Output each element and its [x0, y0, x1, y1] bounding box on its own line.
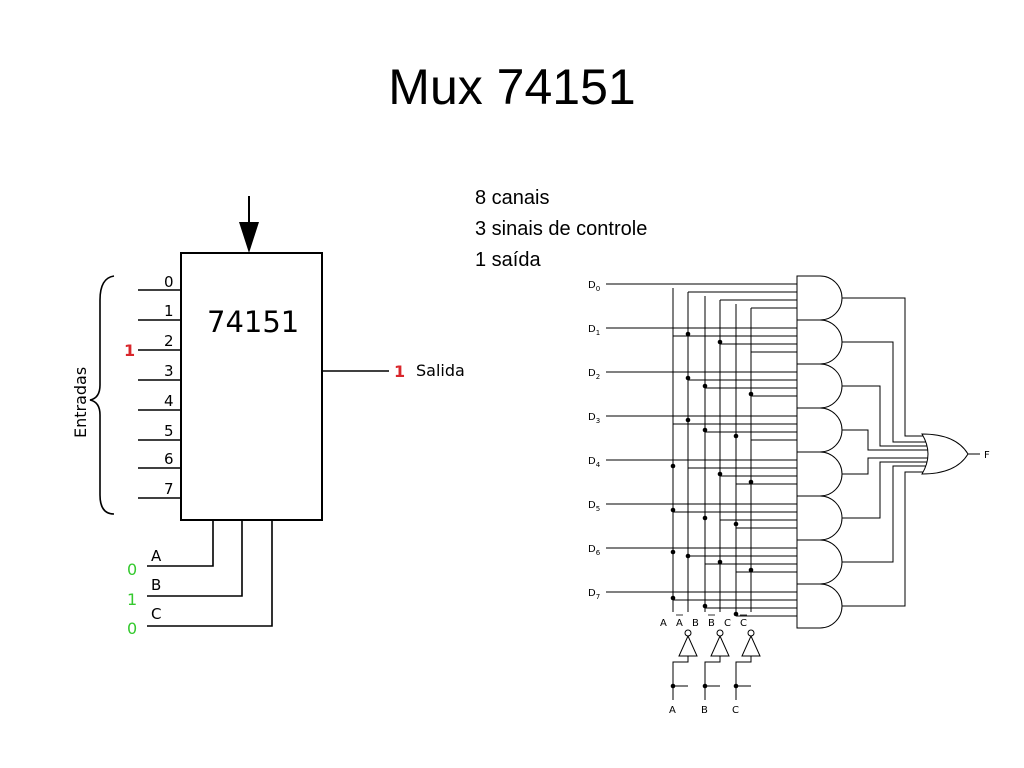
select-name: B — [151, 576, 161, 594]
select-value: 0 — [127, 619, 137, 638]
select-top-label: B — [708, 618, 715, 629]
inverters — [672, 629, 761, 700]
input-pin-label: 5 — [164, 422, 174, 440]
junction-dots — [670, 331, 754, 689]
data-input-label: D3 — [588, 412, 600, 425]
and-gates — [796, 275, 843, 629]
input-pin-label: 6 — [164, 450, 174, 468]
select-top-label: C — [740, 618, 747, 629]
mux-block-diagram: 74151 0 1 2 3 4 5 6 7 1 Entradas 1 Salid… — [71, 196, 465, 638]
or-gate — [921, 433, 969, 475]
select-top-label: A — [660, 618, 667, 629]
gate-level-diagram — [606, 275, 980, 700]
input-pin-label: 7 — [164, 480, 174, 498]
input-pin-label: 0 — [164, 273, 174, 291]
select-lines: A B C 0 1 0 — [127, 520, 273, 638]
data-input-label: D7 — [588, 588, 600, 601]
select-value: 0 — [127, 560, 137, 579]
active-input-value: 1 — [124, 341, 135, 360]
select-top-label: A — [676, 618, 683, 629]
or-output-label: F — [984, 450, 990, 461]
input-pin-label: 3 — [164, 362, 174, 380]
input-pin-label: 4 — [164, 392, 174, 410]
input-brace — [89, 275, 115, 515]
and-gate-taps — [673, 291, 797, 617]
slide-title: Mux 74151 — [388, 59, 636, 115]
select-bottom-label: C — [732, 705, 739, 716]
select-top-label: B — [692, 618, 699, 629]
output-label: Salida — [416, 361, 465, 380]
or-feed-lines — [842, 297, 930, 607]
data-input-label: D0 — [588, 280, 600, 293]
select-name: C — [151, 605, 161, 623]
bullet-control-signals: 3 sinais de controle — [475, 218, 648, 240]
data-input-label: D6 — [588, 544, 601, 557]
select-top-label: C — [724, 618, 731, 629]
select-value: 1 — [127, 590, 137, 609]
data-input-lines — [606, 283, 797, 593]
chip-label: 74151 — [207, 305, 299, 339]
input-pin-label: 2 — [164, 332, 174, 350]
bullet-channels: 8 canais — [475, 187, 550, 209]
gate-diagram-labels: D0 D1 D2 D3 D4 D5 D6 D7 F A A B B C C A … — [588, 280, 990, 716]
data-input-label: D4 — [588, 456, 601, 469]
entradas-label: Entradas — [71, 367, 90, 438]
data-input-label: D2 — [588, 368, 600, 381]
bullet-list: 8 canais 3 sinais de controle 1 saída — [475, 183, 647, 276]
select-bottom-label: A — [669, 705, 676, 716]
data-input-label: D1 — [588, 324, 600, 337]
select-name: A — [151, 547, 162, 565]
enable-arrow — [239, 196, 259, 253]
select-buses — [672, 288, 752, 612]
data-input-label: D5 — [588, 500, 600, 513]
select-bottom-label: B — [701, 705, 708, 716]
input-pins: 0 1 2 3 4 5 6 7 — [138, 273, 181, 499]
chip-body — [180, 252, 323, 521]
input-pin-label: 1 — [164, 302, 174, 320]
output-value: 1 — [394, 362, 405, 381]
bullet-output: 1 saída — [475, 249, 541, 271]
